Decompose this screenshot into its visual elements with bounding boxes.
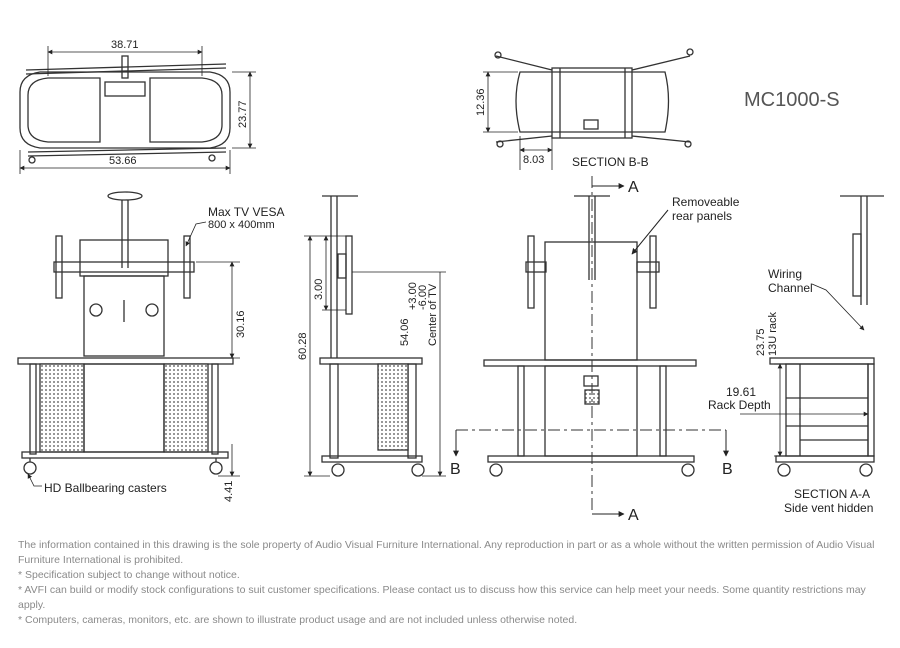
side-view-dimensions xyxy=(304,235,446,477)
casters-label: HD Ballbearing casters xyxy=(44,481,167,495)
front-mount-height-dim: 30.16 xyxy=(235,310,247,338)
rack-depth-label: Rack Depth xyxy=(708,398,771,412)
note-copyright: The information contained in this drawin… xyxy=(18,539,875,566)
side-adjust-dim: 3.00 xyxy=(313,279,325,300)
legal-notes: The information contained in this drawin… xyxy=(18,538,888,628)
rack-depth-dim: 19.61 xyxy=(726,385,756,399)
top-depth-dim: 53.66 xyxy=(109,155,137,167)
tv-center-label: Center of TV xyxy=(427,283,439,346)
wiring-label-2: Channel xyxy=(768,281,813,295)
note-specification: * Specification subject to change withou… xyxy=(18,569,240,581)
marker-a-top: A xyxy=(628,179,639,196)
tv-center-plus: +3.00 xyxy=(407,282,419,310)
rear-panels-label: Removeable xyxy=(672,195,740,209)
section-bb-horizontal-dim: 8.03 xyxy=(523,154,544,166)
top-width-dim: 38.71 xyxy=(111,39,139,51)
rack-units-label: 13U rack xyxy=(767,311,779,356)
front-view-dimensions xyxy=(27,221,240,487)
side-total-height-dim: 60.28 xyxy=(297,332,309,360)
section-bb-vertical-dim: 12.36 xyxy=(475,88,487,116)
rear-view xyxy=(456,176,726,514)
vesa-size: 800 x 400mm xyxy=(208,219,275,231)
caster-height-dim: 4.41 xyxy=(223,481,235,502)
marker-b-left: B xyxy=(450,461,461,478)
front-view xyxy=(17,191,234,475)
section-aa-sublabel: Side vent hidden xyxy=(784,501,873,515)
drawing-title: MC1000-S xyxy=(744,89,840,111)
rear-view-markers xyxy=(453,183,729,517)
marker-a-bottom: A xyxy=(628,507,639,524)
note-equipment: * Computers, cameras, monitors, etc. are… xyxy=(18,614,578,626)
rear-panels-label-2: rear panels xyxy=(672,209,732,223)
tv-center-minus: -6.00 xyxy=(417,285,429,310)
marker-b-right: B xyxy=(722,461,733,478)
rack-height-dim: 23.75 xyxy=(755,328,767,356)
note-customization: * AVFI can build or modify stock configu… xyxy=(18,584,866,611)
section-bb-dimensions xyxy=(483,71,553,170)
vesa-label: Max TV VESA xyxy=(208,205,284,219)
top-height-dim: 23.77 xyxy=(237,100,249,128)
wiring-label: Wiring xyxy=(768,267,802,281)
tv-center-dim: 54.06 xyxy=(399,318,411,346)
section-aa-view xyxy=(769,195,884,477)
top-view-dimensions xyxy=(19,46,256,174)
side-view xyxy=(319,195,425,477)
technical-drawing: MC1000-S 38.71 53.66 23.77 xyxy=(17,39,884,524)
section-bb-view xyxy=(494,48,694,148)
top-view xyxy=(19,55,231,164)
section-aa-label: SECTION A-A xyxy=(794,487,870,501)
section-bb-label: SECTION B-B xyxy=(572,155,649,169)
section-aa-dimensions xyxy=(740,283,869,457)
